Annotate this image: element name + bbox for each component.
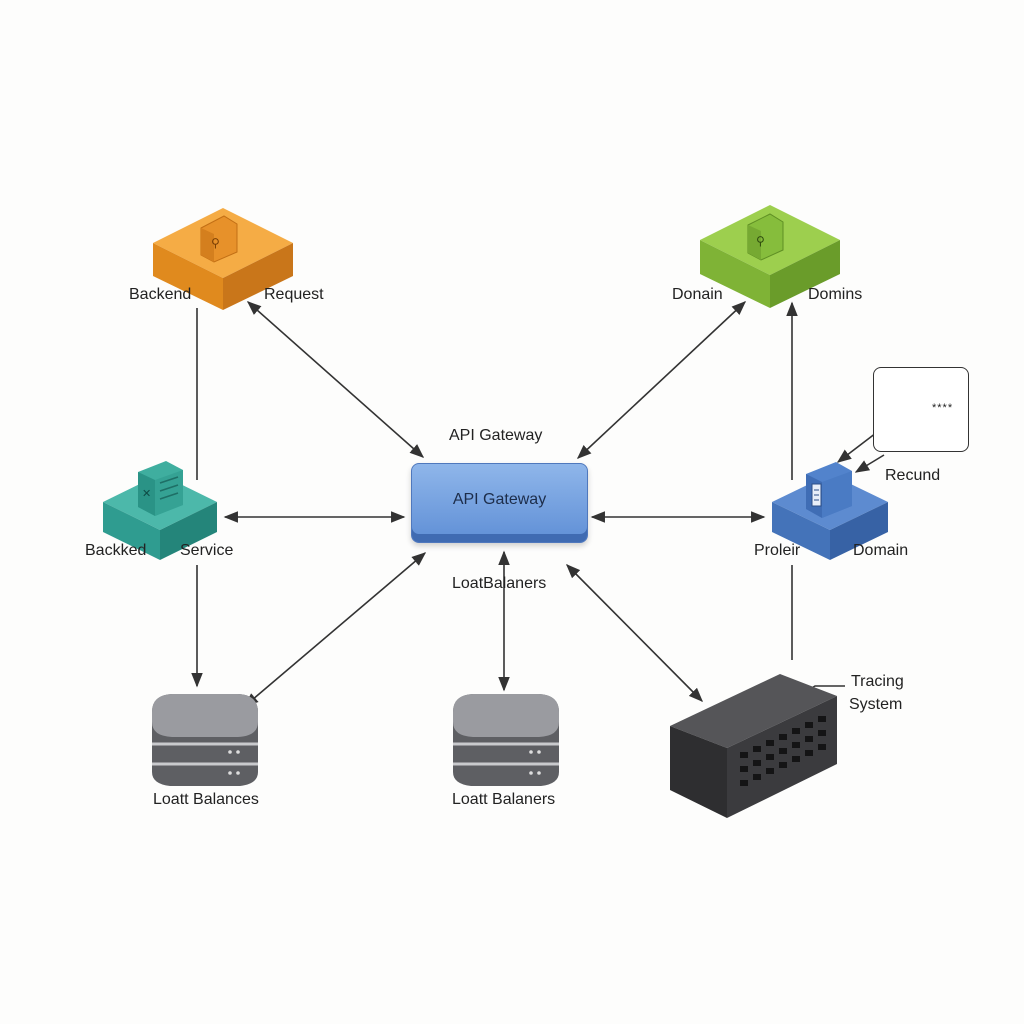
green-cube-icon[interactable]: ⚲: [700, 205, 840, 308]
tracing-label-line1: Tracing: [851, 673, 904, 690]
domains-label: Domins: [808, 286, 863, 303]
domain-mid-left-label: Proleir: [754, 542, 801, 559]
svg-text:⚲: ⚲: [211, 236, 220, 250]
record-label: Recund: [885, 467, 941, 484]
tracing-label-line2: System: [849, 696, 903, 713]
record-arrow: [836, 432, 877, 463]
backend-gateway-arrow: [246, 301, 425, 458]
orange-cube-icon[interactable]: ⚲: [153, 208, 293, 310]
service-right-label: Service: [180, 542, 234, 559]
svg-text:⚲: ⚲: [756, 234, 765, 248]
gateway-lb-left-arrow: [243, 552, 427, 707]
lb-left-label: Loatt Balances: [153, 791, 259, 808]
database-stack-icon[interactable]: [152, 694, 258, 786]
svg-text:✕: ✕: [142, 487, 151, 500]
gateway-bottom-label: LoatBalaners: [452, 575, 547, 592]
backend-label: Backend: [129, 286, 192, 303]
api-gateway-title: API Gateway: [449, 427, 543, 444]
api-gateway-box-label: API Gateway: [452, 491, 547, 508]
domain-gateway-arrow: [576, 301, 747, 459]
gateway-tracing-arrow: [565, 563, 704, 703]
request-label: Request: [264, 286, 324, 303]
domain-mid-right-label: Domain: [853, 542, 909, 559]
lb-center-label: Loatt Balaners: [452, 791, 556, 808]
server-chassis-icon[interactable]: [670, 674, 837, 818]
teal-server-cube-icon[interactable]: ✕: [103, 461, 217, 560]
domain-top-label: Donain: [672, 286, 723, 303]
blue-server-cube-icon[interactable]: [772, 462, 888, 560]
api-gateway-box[interactable]: API Gateway: [411, 463, 588, 543]
service-left-label: Backked: [85, 542, 147, 559]
record-label-arrow: [854, 454, 885, 473]
record-card-text: ****: [932, 402, 954, 414]
record-card[interactable]: [873, 367, 969, 452]
database-stack-icon[interactable]: [453, 694, 559, 786]
